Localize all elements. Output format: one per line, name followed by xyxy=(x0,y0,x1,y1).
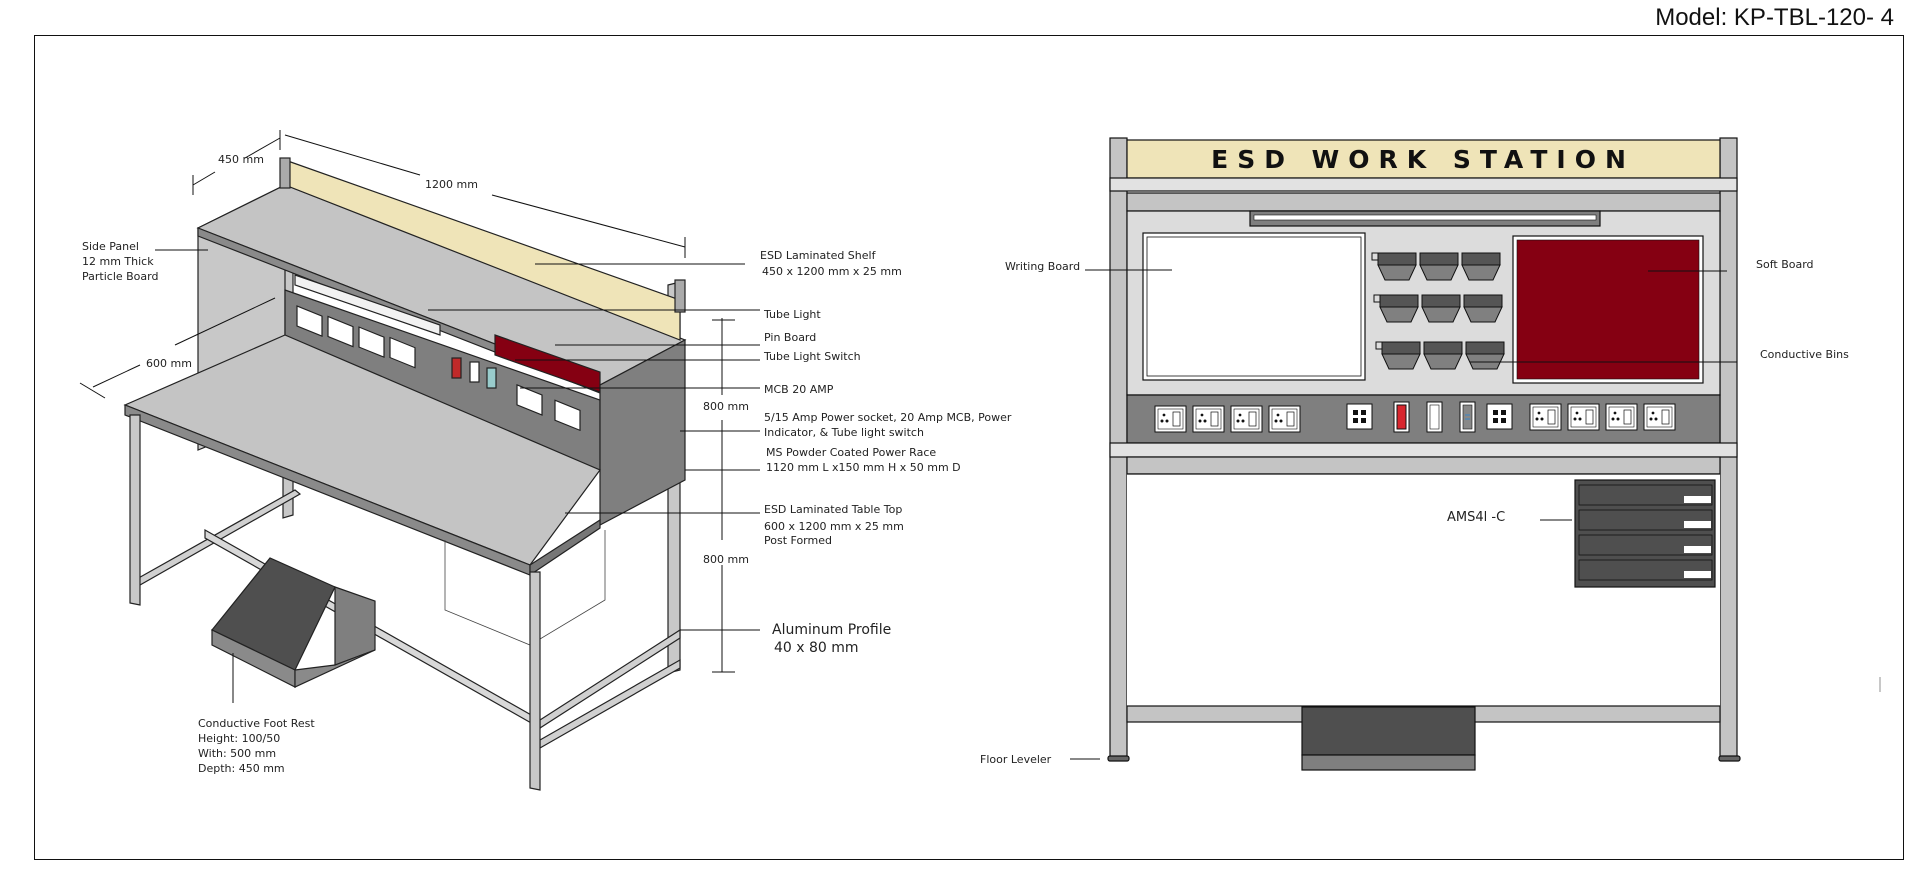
conductive-bin xyxy=(1379,294,1419,323)
mcb-module xyxy=(1486,403,1513,430)
svg-text:1120 mm L x150 mm H x 50 mm: 1120 mm L x150 mm H x 50 mm D xyxy=(766,461,961,474)
bin-rail-cap xyxy=(1375,341,1383,350)
drawer[interactable] xyxy=(1578,484,1713,506)
callout-soft-board: Soft Board xyxy=(1756,258,1814,271)
front-callout-leaders xyxy=(1070,269,1737,760)
power-socket xyxy=(1230,405,1263,433)
drawing-frame xyxy=(34,35,1904,860)
svg-text:ESD Laminated Shelf: ESD Laminated Shelf xyxy=(760,249,877,262)
bin-rail-cap xyxy=(1373,294,1381,303)
shelf-right-panel xyxy=(599,339,686,526)
svg-text:40 x 80 mm: 40 x 80 mm xyxy=(774,640,859,656)
svg-text:With: 500 mm: With: 500 mm xyxy=(198,747,276,760)
tube-light-iso xyxy=(294,274,441,336)
conductive-bin xyxy=(1423,341,1463,370)
power-socket xyxy=(1529,403,1562,431)
iso-callout-leaders xyxy=(155,249,760,703)
dim-table-depth: 600 mm xyxy=(146,357,192,370)
front-table-top xyxy=(1109,442,1738,458)
power-race-fittings xyxy=(1154,401,1676,433)
power-socket xyxy=(1605,403,1638,431)
floor-leveler-right xyxy=(1718,755,1741,762)
svg-text:ESD Laminated Table Top: ESD Laminated Table Top xyxy=(764,503,902,516)
svg-text:Height: 100/50: Height: 100/50 xyxy=(198,732,280,745)
drawer[interactable] xyxy=(1578,534,1713,556)
model-number: Model: KP-TBL-120- 4 xyxy=(1655,4,1894,31)
power-socket xyxy=(1268,405,1301,433)
dim-lower-height: 800 mm xyxy=(703,553,749,566)
front-right-leg xyxy=(529,571,541,791)
svg-text:5/15 Amp Power socket, 20 Amp: 5/15 Amp Power socket, 20 Amp MCB, Power xyxy=(764,411,1012,424)
svg-text:Side Panel: Side Panel xyxy=(82,240,139,253)
callout-side-panel: Side Panel 12 mm Thick Particle Board xyxy=(82,240,158,283)
callout-floor-leveler: Floor Leveler xyxy=(980,753,1052,766)
power-socket xyxy=(1643,403,1676,431)
drawer-handle xyxy=(1684,546,1711,553)
dim-shelf-depth: 450 mm xyxy=(218,153,264,166)
banner-title: ESD WORK STATION xyxy=(1211,145,1635,174)
front-shelf xyxy=(1109,177,1738,192)
drawer-handle xyxy=(1684,571,1711,578)
isometric-view xyxy=(123,157,687,791)
svg-text:450 x 1200 mm x 25 mm: 450 x 1200 mm x 25 mm xyxy=(762,265,902,278)
conductive-bin xyxy=(1381,341,1421,370)
front-left-leg xyxy=(129,414,141,606)
callout-table-top: ESD Laminated Table Top 600 x 1200 mm x … xyxy=(764,503,904,547)
callout-drawer-unit: AMS4l -C xyxy=(1447,510,1505,525)
svg-text:Particle Board: Particle Board xyxy=(82,270,158,283)
foot-rest-front xyxy=(1301,706,1476,756)
callout-mcb: MCB 20 AMP xyxy=(764,383,834,396)
callout-writing-board: Writing Board xyxy=(1005,260,1080,273)
svg-text:Conductive Foot Rest: Conductive Foot Rest xyxy=(198,717,315,730)
callout-tube-light: Tube Light xyxy=(763,308,821,321)
callout-power-socket: 5/15 Amp Power socket, 20 Amp MCB, Power… xyxy=(764,411,1012,439)
power-indicator-lamp xyxy=(1396,404,1407,430)
conductive-bin xyxy=(1377,252,1417,281)
callout-tube-light-switch: Tube Light Switch xyxy=(763,350,861,363)
svg-text:12 mm Thick: 12 mm Thick xyxy=(82,255,154,268)
front-view: ESD WORK STATION xyxy=(1107,137,1741,771)
conductive-bin xyxy=(1465,341,1505,370)
svg-text:MS Powder Coated Power Race: MS Powder Coated Power Race xyxy=(766,446,936,459)
svg-text:600 x 1200 mm x 25 mm: 600 x 1200 mm x 25 mm xyxy=(764,520,904,533)
drawer[interactable] xyxy=(1578,509,1713,531)
dim-upper-height: 800 mm xyxy=(703,400,749,413)
callout-shelf: ESD Laminated Shelf 450 x 1200 mm x 25 m… xyxy=(760,249,902,278)
drawer-handle xyxy=(1684,496,1711,503)
svg-text:Depth: 450 mm: Depth: 450 mm xyxy=(198,762,285,775)
callout-power-race: MS Powder Coated Power Race 1120 mm L x1… xyxy=(766,446,961,474)
iso-dimension-lines xyxy=(79,130,735,673)
power-socket xyxy=(1567,403,1600,431)
svg-text:Post Formed: Post Formed xyxy=(764,534,832,547)
mcb-module xyxy=(1346,403,1373,430)
callout-foot-rest: Conductive Foot Rest Height: 100/50 With… xyxy=(198,717,315,775)
svg-text:Aluminum Profile: Aluminum Profile xyxy=(772,622,891,638)
drawer-handle xyxy=(1684,521,1711,528)
callout-conductive-bins: Conductive Bins xyxy=(1760,348,1849,361)
conductive-bin xyxy=(1463,294,1503,323)
foot-rest xyxy=(211,557,376,688)
floor-leveler-left xyxy=(1107,755,1130,762)
conductive-bins xyxy=(1371,252,1505,370)
power-socket xyxy=(1154,405,1187,433)
bin-rail-cap xyxy=(1371,252,1379,261)
svg-text:Indicator, & Tube light switch: Indicator, & Tube light switch xyxy=(764,426,924,439)
indicator-iso xyxy=(451,357,462,379)
drawer[interactable] xyxy=(1578,559,1713,581)
callout-aluminum-profile: Aluminum Profile 40 x 80 mm xyxy=(772,622,891,656)
conductive-bin xyxy=(1419,252,1459,281)
conductive-bin xyxy=(1421,294,1461,323)
callout-pin-board: Pin Board xyxy=(764,331,816,344)
conductive-bin xyxy=(1461,252,1501,281)
dim-width: 1200 mm xyxy=(425,178,478,191)
table-top xyxy=(123,334,601,566)
power-socket xyxy=(1192,405,1225,433)
